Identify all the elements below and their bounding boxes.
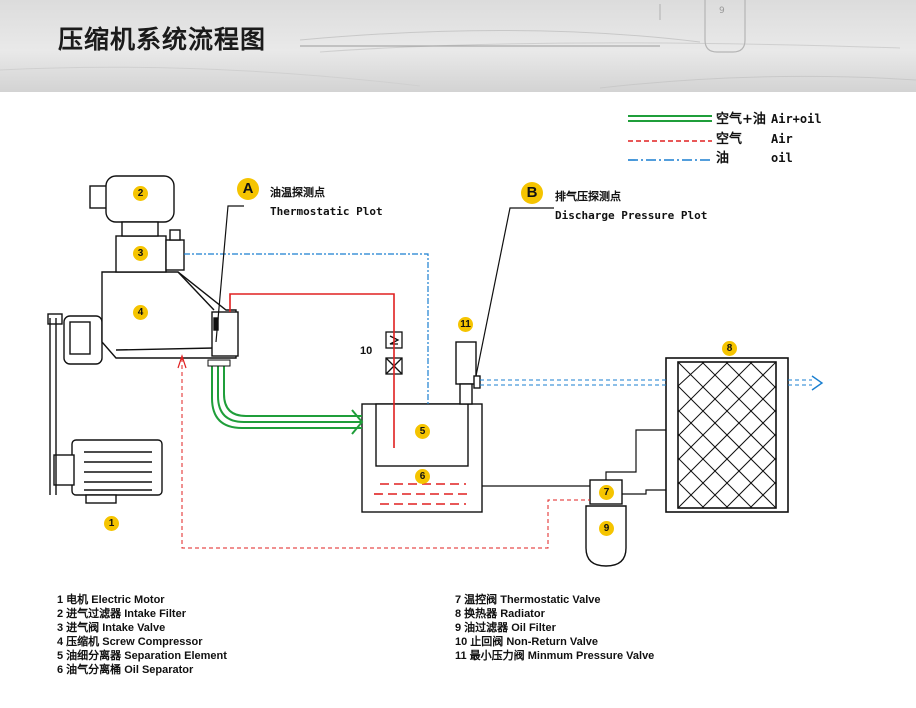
part-item: 8 换热器 Radiator: [455, 608, 545, 620]
air-line-return: [181, 358, 590, 549]
legend-air-oil-line: [628, 115, 712, 122]
drive-belt: [47, 313, 63, 495]
oil-filter: [585, 505, 627, 567]
part-item: 6 油气分离桶 Oil Separator: [57, 664, 194, 676]
intake-filter: [89, 175, 175, 237]
marker-2: 2: [133, 186, 148, 201]
page-title: 压缩机系统流程图: [58, 25, 267, 54]
part-item: 4 压缩机 Screw Compressor: [57, 636, 203, 648]
point-b-label: 排气压探测点 Discharge Pressure Plot: [555, 190, 708, 222]
point-b-badge: B: [521, 182, 543, 204]
header-banner: 压缩机系统流程图 9: [0, 0, 916, 92]
marker-11: 11: [458, 317, 473, 332]
oil-level-lines: [374, 483, 472, 505]
part-item: 10 止回阀 Non-Return Valve: [455, 636, 599, 648]
part-item: 2 进气过滤器 Intake Filter: [57, 608, 186, 620]
part-item: 1 电机 Electric Motor: [57, 594, 165, 606]
air-line-separator: [229, 293, 395, 448]
marker-4: 4: [133, 305, 148, 320]
electric-motor: [53, 439, 163, 504]
oil-line-discharge: [480, 379, 812, 386]
part-item: 3 进气阀 Intake Valve: [57, 622, 166, 634]
marker-3: 3: [133, 246, 148, 261]
marker-5: 5: [415, 424, 430, 439]
callout-leader-b: [475, 207, 554, 377]
marker-10: 10: [360, 345, 373, 357]
oil-circuit: [482, 429, 666, 495]
marker-1: 1: [104, 516, 119, 531]
part-item: 5 油细分离器 Separation Element: [57, 650, 227, 662]
page-number: 9: [719, 6, 725, 16]
marker-8: 8: [722, 341, 737, 356]
part-item: 11 最小压力阀 Minmum Pressure Valve: [455, 650, 655, 662]
minimum-pressure-valve: [455, 341, 481, 405]
header-decoration: [0, 0, 916, 89]
oil-separator: [361, 403, 483, 513]
part-item: 9 油过滤器 Oil Filter: [455, 622, 556, 634]
callout-leader-a: [215, 205, 244, 343]
marker-6: 6: [415, 469, 430, 484]
parts-list-left: 1 电机 Electric Motor 2 进气过滤器 Intake Filte…: [57, 593, 227, 677]
radiator: [665, 357, 789, 513]
oil-line-top: [184, 253, 429, 404]
parts-list-right: 7 温控阀 Thermostatic Valve 8 换热器 Radiator …: [455, 593, 654, 663]
screw-compressor: [63, 271, 239, 365]
outlet-arrow: [811, 375, 824, 391]
part-item: 7 温控阀 Thermostatic Valve: [455, 594, 601, 606]
marker-7: 7: [599, 485, 614, 500]
marker-9: 9: [599, 521, 614, 536]
air-oil-pipe: [211, 364, 364, 435]
point-a-label: 油温探测点 Thermostatic Plot: [270, 186, 383, 218]
point-a-badge: A: [237, 178, 259, 200]
